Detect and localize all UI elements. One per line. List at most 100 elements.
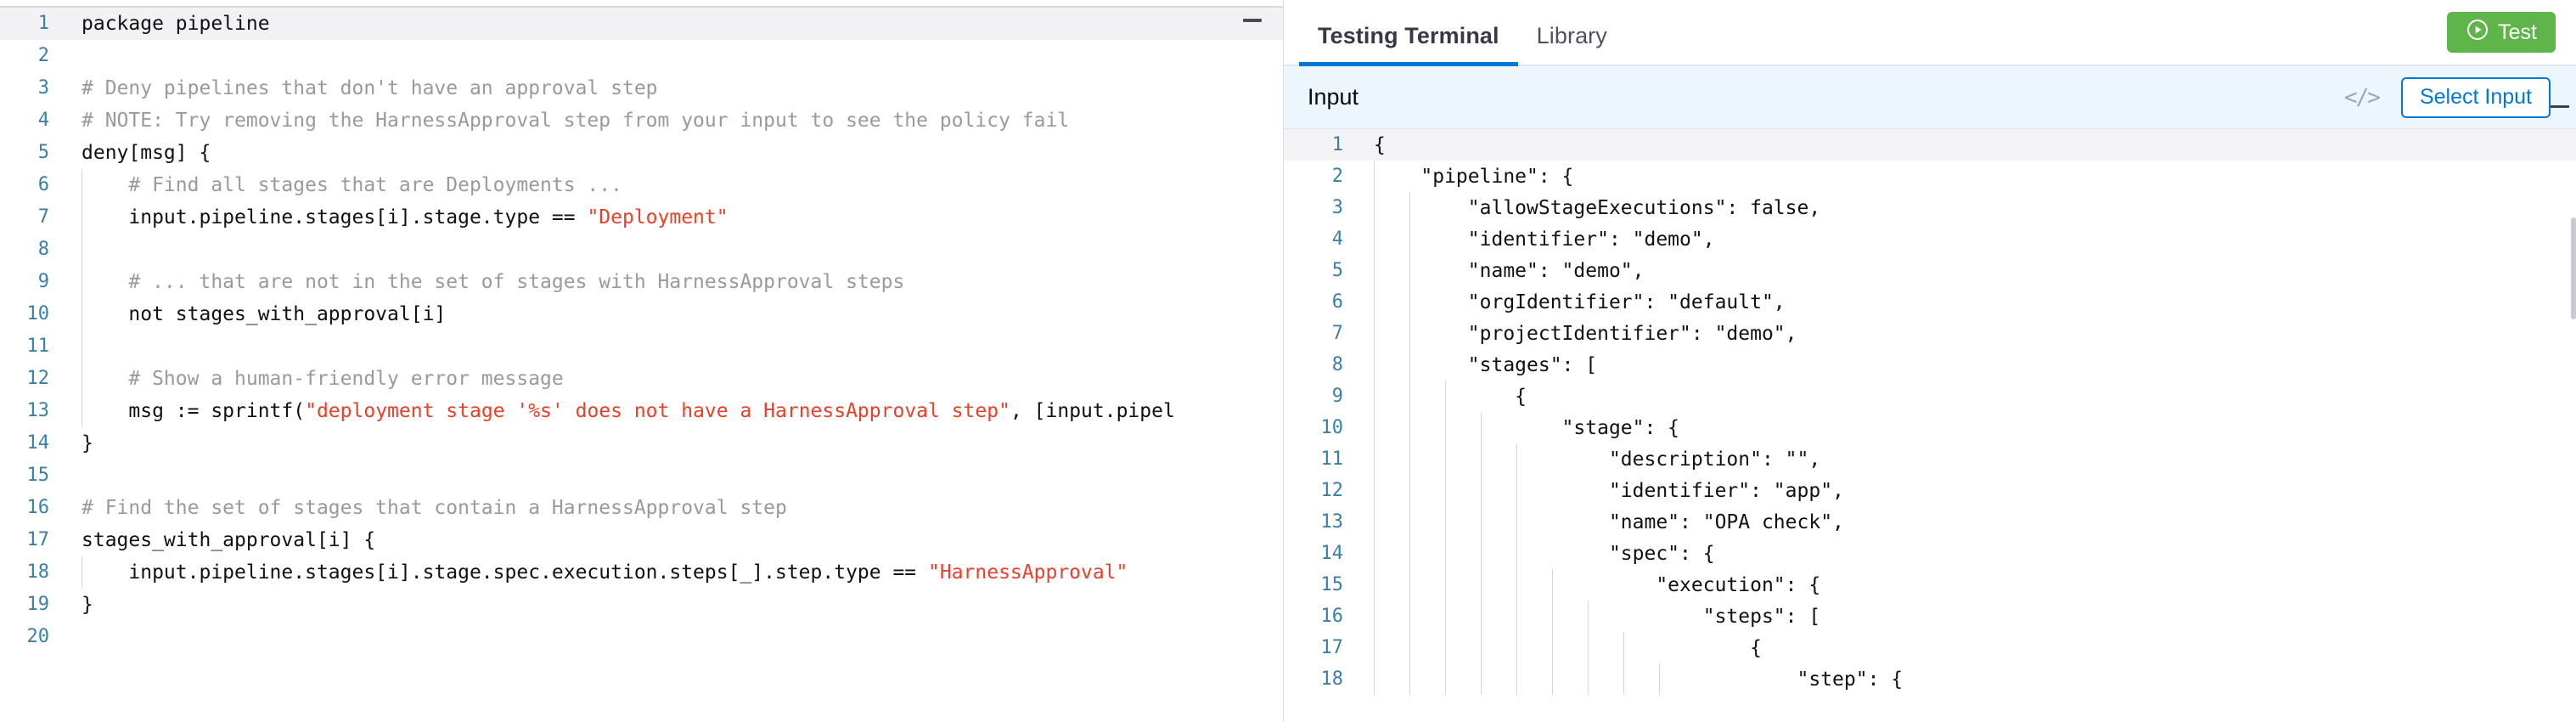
terminal-minimize-icon[interactable] [2551, 100, 2573, 112]
indent-guide [1409, 663, 1410, 695]
code-token-string: "Deployment" [587, 206, 728, 228]
code-line: 14} [0, 427, 1283, 460]
indent-guide [1552, 569, 1553, 601]
json-line-number: 12 [1320, 480, 1344, 501]
json-line-text: "name": "demo", [1374, 259, 1645, 282]
code-line: 19} [0, 589, 1283, 621]
indent-guide [1481, 663, 1482, 695]
code-line: 18 input.pipeline.stages[i].stage.spec.e… [0, 556, 1283, 589]
code-line: 7 input.pipeline.stages[i].stage.type ==… [0, 201, 1283, 234]
json-line: 1{ [1284, 129, 2576, 161]
code-line: 12 # Show a human-friendly error message [0, 363, 1283, 395]
json-line: 2 "pipeline": { [1284, 161, 2576, 192]
line-number: 5 [37, 142, 49, 163]
line-number: 20 [26, 626, 50, 647]
indent-guide [1516, 569, 1517, 601]
code-token-plain: , [input.pipel [1010, 400, 1175, 422]
indent-guide [1374, 286, 1375, 318]
code-token-string: "deployment stage '%s' does not have a H… [305, 400, 1010, 422]
indent-guide [1516, 601, 1517, 632]
indent-guide [1374, 443, 1375, 475]
select-input-button[interactable]: Select Input [2400, 76, 2551, 118]
json-line-text: "stages": [ [1374, 353, 1598, 376]
json-line: 5 "name": "demo", [1284, 255, 2576, 286]
json-line: 16 "steps": [ [1284, 601, 2576, 632]
terminal-tabbar: Testing Terminal Library Test [1284, 0, 2576, 66]
code-token-plain: stages_with_approval[i] { [82, 529, 376, 551]
code-line: 2 [0, 40, 1283, 72]
indent-guide [1409, 286, 1410, 318]
json-line-number: 1 [1331, 134, 1343, 155]
json-line: 6 "orgIdentifier": "default", [1284, 286, 2576, 318]
code-line-text: input.pipeline.stages[i].stage.spec.exec… [63, 556, 1283, 589]
indent-guide [1516, 538, 1517, 569]
indent-guide [1588, 632, 1589, 663]
terminal-minimize-bar [2551, 104, 2569, 108]
json-line-number: 7 [1331, 323, 1343, 344]
json-line: 13 "name": "OPA check", [1284, 506, 2576, 538]
code-line-text: not stages_with_approval[i] [63, 298, 1283, 330]
json-line-number: 11 [1320, 448, 1344, 470]
indent-guide [1623, 632, 1624, 663]
json-line-text: "allowStageExecutions": false, [1374, 196, 1821, 219]
indent-guide [1374, 223, 1375, 255]
json-line-text: "pipeline": { [1374, 165, 1574, 188]
input-json-area[interactable]: 1{2 "pipeline": {3 "allowStageExecutions… [1284, 129, 2576, 722]
indent-guide [1374, 318, 1375, 349]
indent-guide [1374, 381, 1375, 412]
test-button[interactable]: Test [2447, 12, 2556, 53]
line-number: 18 [26, 561, 50, 583]
line-number: 4 [37, 110, 49, 131]
json-line-number: 4 [1331, 228, 1343, 250]
json-line-number: 15 [1320, 574, 1344, 595]
code-line: 11 [0, 330, 1283, 363]
indent-guide [1374, 475, 1375, 506]
code-line-text: } [63, 427, 1283, 460]
json-line-number: 9 [1331, 386, 1343, 407]
indent-guide [1445, 475, 1446, 506]
json-line-text: "stage": { [1374, 416, 1680, 439]
indent-guide [1374, 412, 1375, 443]
json-line-text: "projectIdentifier": "demo", [1374, 322, 1797, 345]
line-number: 11 [26, 336, 50, 357]
tab-library[interactable]: Library [1518, 23, 1626, 65]
line-number: 10 [26, 303, 50, 324]
indent-guide [1409, 412, 1410, 443]
indent-guide [1374, 192, 1375, 223]
json-scrollbar-thumb[interactable] [2571, 217, 2576, 319]
code-line: 15 [0, 460, 1283, 492]
json-line: 3 "allowStageExecutions": false, [1284, 192, 2576, 223]
line-number: 16 [26, 497, 50, 518]
code-line-text: } [63, 589, 1283, 621]
json-line: 17 { [1284, 632, 2576, 663]
indent-guide [1481, 632, 1482, 663]
code-brackets-icon[interactable]: </> [2344, 84, 2381, 110]
code-line: 9 # ... that are not in the set of stage… [0, 266, 1283, 298]
indent-guide [1481, 443, 1482, 475]
indent-guide [1445, 506, 1446, 538]
code-line-text: package pipeline [63, 8, 1283, 40]
code-line-text: msg := sprintf("deployment stage '%s' do… [63, 395, 1283, 427]
indent-guide [1374, 161, 1375, 192]
test-button-label: Test [2498, 20, 2537, 44]
code-line-text: stages_with_approval[i] { [63, 524, 1283, 556]
indent-guide [1516, 663, 1517, 695]
tab-testing-terminal[interactable]: Testing Terminal [1299, 23, 1518, 66]
json-line-text: "step": { [1374, 668, 1904, 691]
code-token-plain: } [82, 594, 93, 616]
indent-guide [1409, 569, 1410, 601]
indent-guide [1374, 569, 1375, 601]
code-token-plain: msg := sprintf( [82, 400, 306, 422]
minimize-icon[interactable] [1240, 13, 1264, 28]
json-line-number: 18 [1320, 668, 1344, 690]
code-line-text: # Find the set of stages that contain a … [63, 492, 1283, 524]
indent-guide [1516, 632, 1517, 663]
code-token-plain: input.pipeline.stages[i].stage.spec.exec… [82, 561, 928, 584]
code-token-plain: input.pipeline.stages[i].stage.type == [82, 206, 588, 228]
code-line: 6 # Find all stages that are Deployments… [0, 169, 1283, 201]
indent-guide [1409, 538, 1410, 569]
